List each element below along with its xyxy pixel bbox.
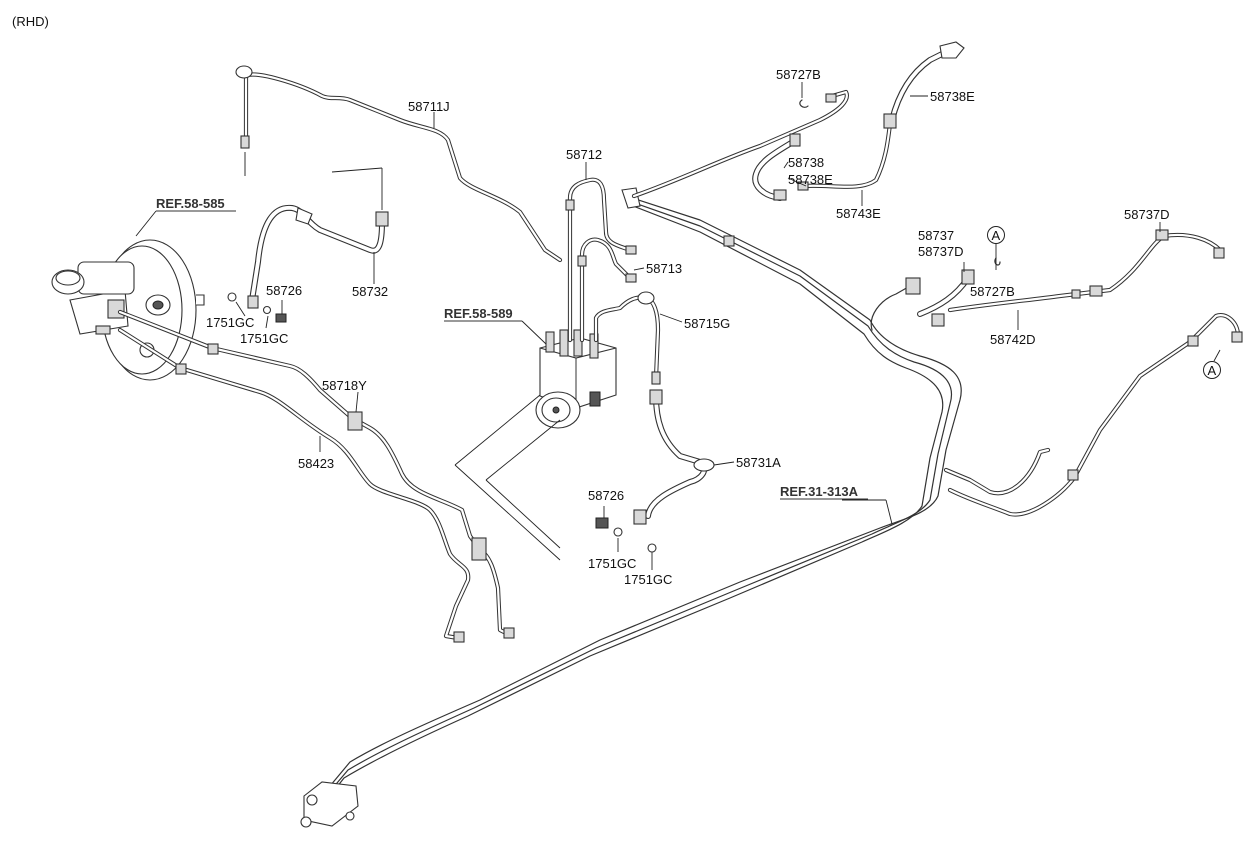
upper-right-hoses [631,41,965,201]
line-58711j [235,65,563,263]
callout-58727b-right: 58727B [970,284,1015,299]
callout-1751gc-left-1: 1751GC [206,315,254,330]
leader-lines [235,82,1161,570]
right-branch-lines [943,313,1243,517]
callout-1751gc-left-2: 1751GC [240,331,288,346]
callout-58727b-top: 58727B [776,67,821,82]
callout-58742d: 58742D [990,332,1036,347]
callout-1751gc-center-1: 1751GC [588,556,636,571]
connector-a-upper-letter: A [992,228,1001,243]
right-middle-hoses [870,229,1225,331]
callout-58737d-right: 58737D [1124,207,1170,222]
callout-58726-left: 58726 [266,283,302,298]
rhd-label: (RHD) [12,14,49,29]
callout-58737d-left: 58737D [918,244,964,259]
callout-58738e-mid: 58738E [788,172,833,187]
callout-58738: 58738 [788,155,824,170]
ref-58-589-label[interactable]: REF.58-589 [444,306,513,321]
callout-58713: 58713 [646,261,682,276]
ref-31-313a-label[interactable]: REF.31-313A [780,484,859,499]
brake-booster-assembly [51,239,205,381]
callout-58731a: 58731A [736,455,781,470]
abs-hydraulic-unit [454,329,617,561]
callout-58712: 58712 [566,147,602,162]
main-lines-to-rear [300,187,962,828]
callout-58711j: 58711J [408,99,450,114]
callout-58732: 58732 [352,284,388,299]
callout-58423: 58423 [298,456,334,471]
connector-a-upper: A [987,226,1005,244]
hose-58732 [247,167,389,309]
callout-58718y: 58718Y [322,378,367,393]
callout-1751gc-center-2: 1751GC [624,572,672,587]
lines-58718y-58423 [117,309,515,643]
hose-58731a [595,389,715,553]
abs-feed-lines [565,177,661,385]
callout-58715g: 58715G [684,316,730,331]
ref-58-585-label[interactable]: REF.58-585 [156,196,225,211]
callout-58737: 58737 [918,228,954,243]
callout-58743e: 58743E [836,206,881,221]
fasteners-left [227,292,287,323]
callout-58726-center: 58726 [588,488,624,503]
connector-a-right: A [1203,349,1221,379]
callout-58738e-top: 58738E [930,89,975,104]
connector-a-right-letter: A [1208,363,1217,378]
